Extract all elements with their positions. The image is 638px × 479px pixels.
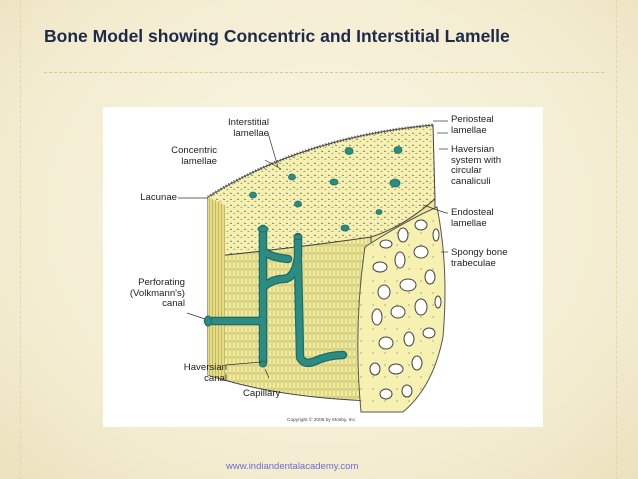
bone-diagram-figure: Interstitial lamellae Concentric lamella… <box>103 107 543 427</box>
label-line: trabeculae <box>451 257 496 269</box>
label-line: lamellae <box>233 127 269 139</box>
label-line: canaliculi <box>451 175 491 187</box>
figure-copyright: Copyright © 2006 by Mosby, Inc. <box>287 418 357 423</box>
label-endosteal-lamellae: Endosteal lamellae <box>451 207 494 229</box>
footer-url[interactable]: www.indiandentalacademy.com <box>226 461 359 472</box>
label-line: Capillary <box>243 388 281 399</box>
label-spongy-bone: Spongy bone trabeculae <box>451 247 508 269</box>
label-haversian-canal: Haversian canal <box>163 362 227 384</box>
label-line: lamellae <box>451 217 487 229</box>
label-line: system with <box>451 154 502 166</box>
label-line: Concentric <box>171 145 217 156</box>
label-line: Spongy bone <box>451 247 508 258</box>
label-line: canal <box>204 372 227 384</box>
title-divider <box>44 72 604 73</box>
label-interstitial-lamellae: Interstitial lamellae <box>199 117 269 139</box>
label-line: lamellae <box>451 124 487 136</box>
label-line: Perforating <box>138 277 185 288</box>
decorative-rule-left <box>20 0 22 479</box>
bone-illustration <box>178 120 448 413</box>
label-line: Haversian <box>183 362 227 373</box>
label-line: Interstitial <box>227 117 269 128</box>
label-line: circular <box>451 165 482 176</box>
label-capillary: Capillary <box>243 388 281 400</box>
label-perforating-canal: Perforating (Volkmann's) canal <box>103 277 185 310</box>
label-lacunae: Lacunae <box>119 192 177 204</box>
label-line: Endosteal <box>451 207 494 218</box>
label-line: canal <box>162 298 185 309</box>
label-line: Periosteal <box>451 114 494 125</box>
label-periosteal-lamellae: Periosteal lamellae <box>451 114 494 136</box>
label-line: Haversian <box>451 144 495 155</box>
slide-title: Bone Model showing Concentric and Inters… <box>44 26 510 46</box>
label-concentric-lamellae: Concentric lamellae <box>147 145 217 167</box>
label-line: (Volkmann's) <box>129 287 185 299</box>
decorative-rule-right <box>616 0 618 479</box>
label-haversian-system: Haversian system with circular canalicul… <box>451 144 502 187</box>
label-line: Lacunae <box>140 192 177 203</box>
label-line: lamellae <box>181 155 217 167</box>
